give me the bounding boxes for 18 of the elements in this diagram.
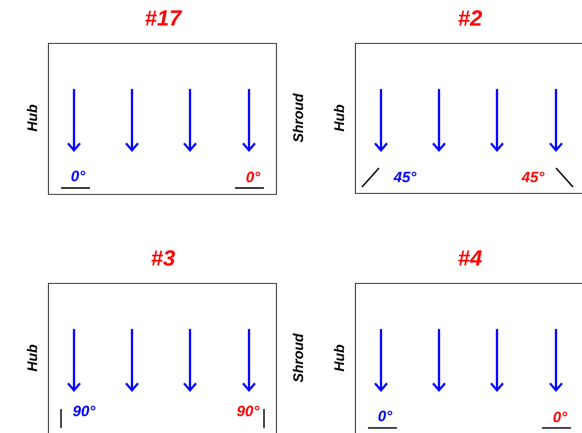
side-label: Hub: [334, 104, 344, 132]
angle-label: 90°: [73, 406, 96, 416]
side-label: Hub: [26, 344, 38, 372]
panel-title: #3: [151, 250, 175, 266]
side-label: Shroud: [292, 93, 304, 142]
angle-label: 0°: [553, 412, 568, 422]
angle-label: 90°: [237, 406, 260, 416]
angle-label: 45°: [521, 172, 544, 182]
panel-title: #2: [458, 10, 482, 26]
angle-label: 0°: [246, 172, 260, 182]
panel-title: #17: [145, 10, 182, 26]
side-label: Shroud: [292, 333, 304, 382]
panel-title: #4: [458, 250, 482, 266]
angle-label: 0°: [378, 410, 392, 422]
angle-label: 0°: [71, 170, 86, 182]
side-label: Hub: [26, 104, 38, 132]
angle-label: 45°: [393, 172, 416, 182]
side-label: Hub: [334, 344, 344, 372]
